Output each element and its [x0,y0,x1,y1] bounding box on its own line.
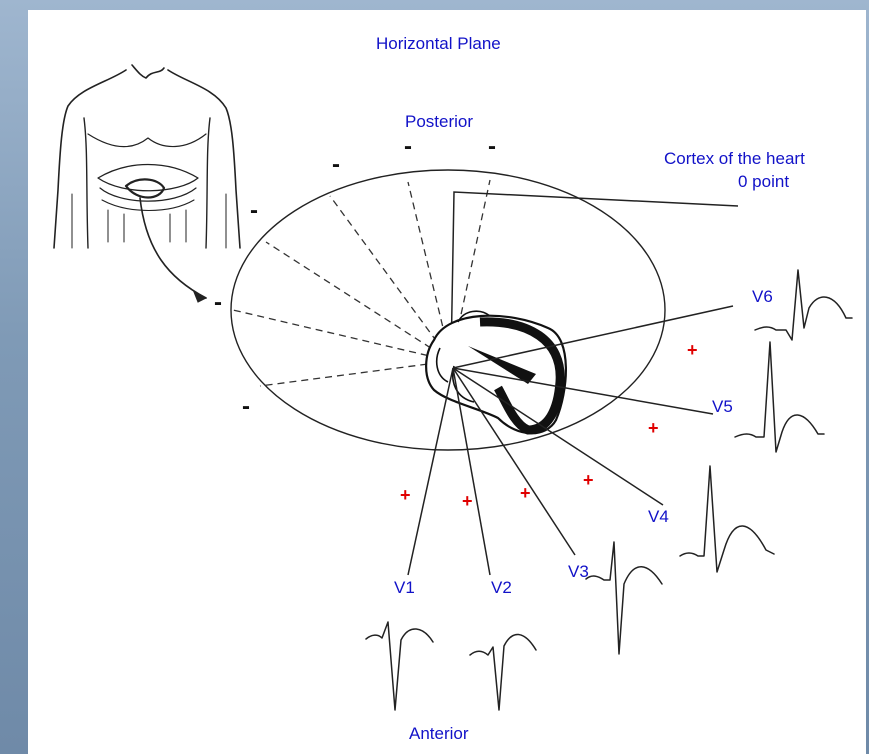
arrow-head-icon [193,290,208,303]
lead-label-v3: V3 [568,562,589,581]
diagram-frame: Horizontal Plane [28,10,866,754]
horizontal-plane-ellipse [230,169,666,451]
ecg-waveforms [365,269,853,711]
positive-sign: + [462,491,473,511]
negative-sign: - [214,289,222,316]
positive-sign: + [400,485,411,505]
cortex-label-line2: 0 point [738,172,789,191]
ecg-trace-v5 [734,341,825,453]
heart-icon [425,310,567,435]
negative-sign: - [242,393,250,420]
negative-sign: - [404,133,412,160]
diagram-title: Horizontal Plane [376,34,501,53]
positive-sign: + [648,418,659,438]
cortex-label-line1: Cortex of the heart [664,149,805,168]
torso-figure [53,64,241,303]
lead-lines [407,305,734,576]
cortex-pointer-line [450,191,739,362]
negative-sign: - [250,197,258,224]
anterior-label: Anterior [409,724,469,743]
negative-sign: - [332,151,340,178]
ecg-trace-v1 [365,621,434,711]
positive-sign: + [520,483,531,503]
negative-sign: - [488,133,496,160]
lead-label-v4: V4 [648,507,669,526]
positive-sign: + [583,470,594,490]
ecg-trace-v3 [585,541,663,655]
lead-label-v2: V2 [491,578,512,597]
positive-sign: + [687,340,698,360]
posterior-label: Posterior [405,112,473,131]
ecg-trace-v6 [754,269,853,341]
lead-label-v5: V5 [712,397,733,416]
ecg-trace-v2 [469,633,537,711]
ecg-trace-v4 [679,465,775,573]
horizontal-plane-diagram: Horizontal Plane [53,34,853,743]
lead-label-v6: V6 [752,287,773,306]
lead-label-v1: V1 [394,578,415,597]
